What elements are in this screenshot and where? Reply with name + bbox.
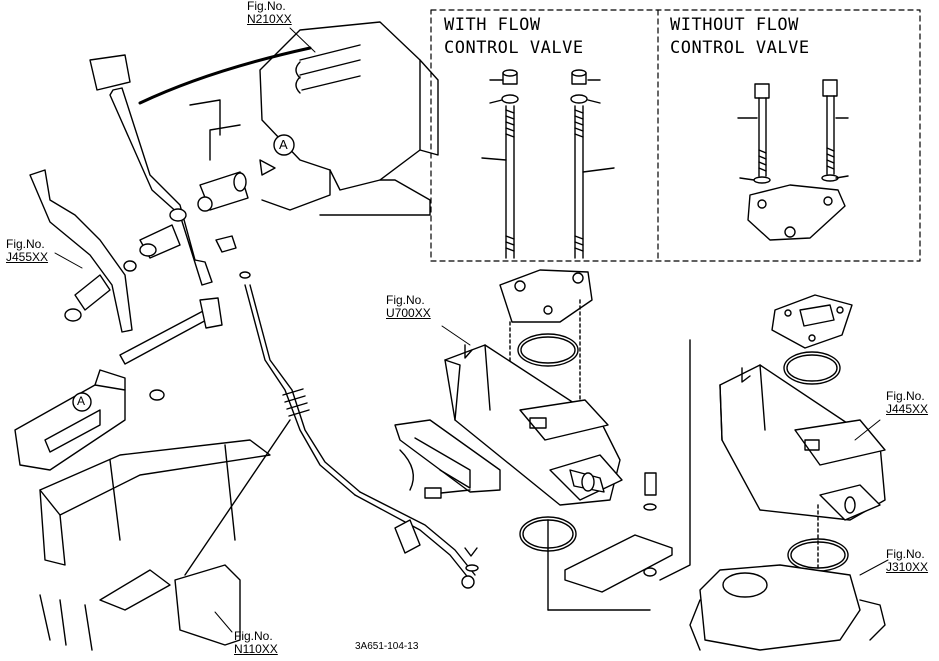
fig-ref-n210-number: N210XX [247, 12, 292, 26]
fig-ref-u700-prefix: Fig.No. [386, 293, 425, 307]
flow-control-valve-body [444, 269, 651, 611]
control-lever-assembly [29, 54, 276, 333]
callout-a-bottom-letter: A [77, 394, 86, 408]
fig-ref-j310-prefix: Fig.No. [886, 547, 925, 561]
flow-valve-inset-box [430, 9, 921, 262]
drawing-code: 3A651-104-13 [355, 641, 419, 652]
without-flow-header: WITHOUT FLOW CONTROL VALVE [670, 14, 810, 60]
with-flow-header-line2: CONTROL VALVE [444, 38, 584, 58]
fig-ref-u700: Fig.No. U700XX [386, 294, 431, 320]
right-valve-assembly [659, 294, 886, 651]
lift-cover [259, 21, 439, 216]
fig-ref-j445: Fig.No. J445XX [886, 390, 928, 416]
valve-fittings [464, 472, 673, 593]
callout-a-top [273, 134, 295, 156]
without-flow-header-line2: CONTROL VALVE [670, 38, 810, 58]
fig-ref-n110-prefix: Fig.No. [234, 629, 273, 643]
with-flow-header: WITH FLOW CONTROL VALVE [444, 14, 584, 60]
with-flow-bolts [481, 69, 615, 259]
fig-ref-n110-number: N110XX [234, 642, 278, 656]
fig-ref-j455-number: J455XX [6, 250, 49, 264]
fig-ref-n210: Fig.No. N210XX [247, 0, 292, 26]
callout-a-top-letter: A [279, 137, 288, 152]
callout-a-markers [72, 134, 295, 412]
without-flow-header-line1: WITHOUT FLOW [670, 15, 799, 35]
fig-ref-leaders [54, 27, 889, 633]
fig-ref-u700-number: U700XX [386, 306, 431, 320]
fig-ref-j455: Fig.No. J455XX [6, 238, 48, 264]
control-cable [138, 46, 476, 589]
fig-ref-j445-prefix: Fig.No. [886, 389, 925, 403]
fig-ref-j310-number: J310XX [886, 560, 929, 574]
lower-left-bracket [14, 297, 291, 651]
fig-ref-n110: Fig.No. N110XX [234, 630, 278, 656]
fig-ref-j455-prefix: Fig.No. [6, 237, 45, 251]
fig-ref-j445-number: J445XX [886, 402, 929, 416]
valve-mounting-bracket [394, 419, 501, 499]
without-flow-parts [737, 79, 849, 241]
callout-a-bottom [72, 392, 92, 412]
with-flow-header-line1: WITH FLOW [444, 15, 541, 35]
fig-ref-n210-prefix: Fig.No. [247, 0, 286, 13]
fig-ref-j310: Fig.No. J310XX [886, 548, 928, 574]
